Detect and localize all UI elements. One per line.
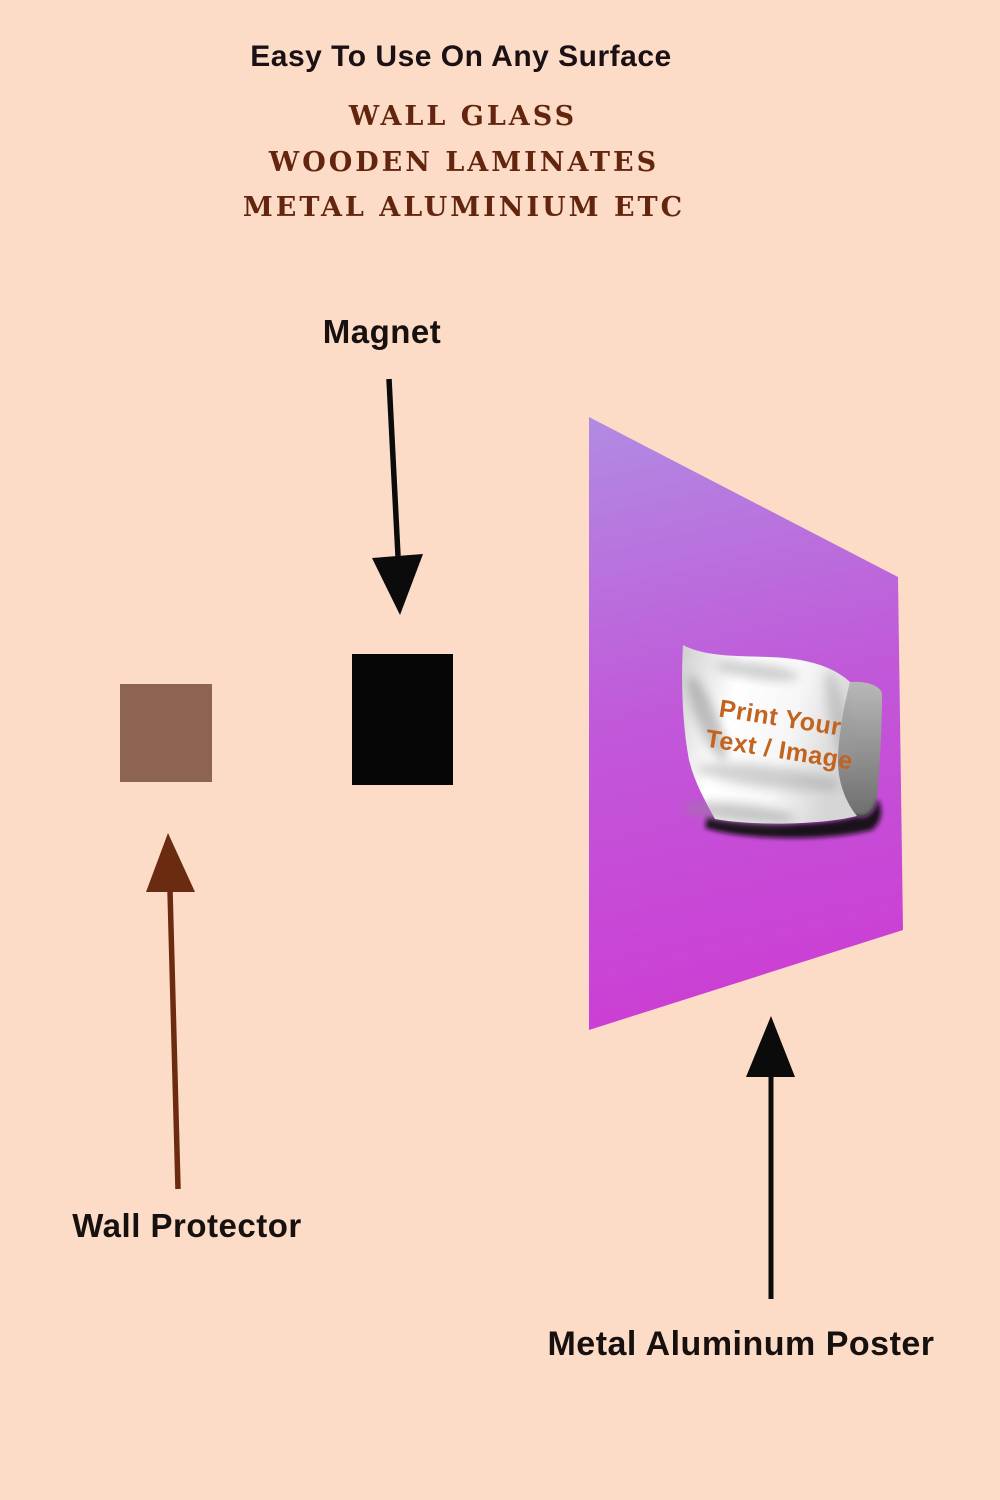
- surface-type-line-2: WOODEN LAMINATES: [268, 147, 660, 178]
- surface-type-line-1: WALL GLASS: [348, 101, 578, 132]
- surface-type-line-3: METAL ALUMINIUM ETC: [242, 192, 686, 223]
- magnet-arrow-down-icon: [372, 378, 423, 615]
- metal-poster-graphic: Print Your Text / Image: [589, 417, 903, 1030]
- magnet-label: Magnet: [322, 313, 442, 350]
- page-title: Easy To Use On Any Surface: [250, 40, 672, 73]
- wall-protector-label: Wall Protector: [72, 1207, 302, 1244]
- wall-protector-arrow-up-icon: [146, 833, 195, 1190]
- paper-curl: [837, 681, 882, 817]
- poster-arrow-up-icon: [746, 1016, 795, 1299]
- paper-wrinkles: [683, 661, 853, 824]
- paper-shadow: [705, 799, 882, 839]
- wall-protector-swatch: [120, 684, 212, 782]
- metal-poster-label: Metal Aluminum Poster: [547, 1325, 935, 1363]
- magnet-swatch: [352, 654, 453, 785]
